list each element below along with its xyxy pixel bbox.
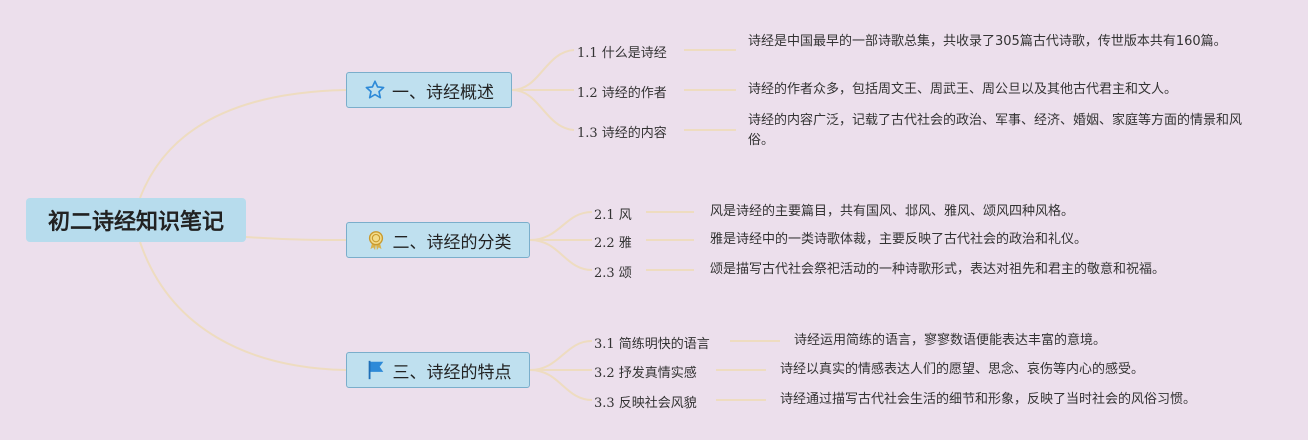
- branch-classification[interactable]: 二、诗经的分类: [346, 222, 530, 258]
- branch-title: 二、诗经的分类: [392, 232, 512, 253]
- subtopic-3-3[interactable]: 3.3 反映社会风貌: [594, 396, 697, 411]
- branch-3-sub-1-connector: [529, 340, 593, 371]
- award-ribbon-icon: [365, 229, 387, 251]
- flag-icon: [365, 359, 387, 381]
- subtopic-2-3[interactable]: 2.3 颂: [594, 266, 632, 281]
- note-2-3: 颂是描写古代社会祭祀活动的一种诗歌形式，表达对祖先和君主的敬意和祝福。: [710, 262, 1166, 277]
- branch-1-sub-3-connector: [511, 89, 575, 131]
- note-2-2: 雅是诗经中的一类诗歌体裁，主要反映了古代社会的政治和礼仪。: [710, 232, 1088, 247]
- root-title: 初二诗经知识笔记: [47, 210, 224, 235]
- subtopic-3-1[interactable]: 3.1 简练明快的语言: [594, 337, 710, 352]
- subtopic-3-2[interactable]: 3.2 抒发真情实感: [594, 366, 697, 381]
- subtopic-1-1[interactable]: 1.1 什么是诗经: [577, 46, 667, 61]
- note-3-3: 诗经通过描写古代社会生活的细节和形象，反映了当时社会的风俗习惯。: [780, 392, 1197, 407]
- branch-2-sub-3-connector: [529, 239, 593, 271]
- branch-1-sub-1-connector: [511, 49, 575, 91]
- branch-2-sub-1-connector: [529, 211, 593, 241]
- note-3-1: 诗经运用简练的语言，寥寥数语便能表达丰富的意境。: [794, 333, 1107, 348]
- subtopic-1-3[interactable]: 1.3 诗经的内容: [577, 126, 667, 141]
- subtopic-2-2[interactable]: 2.2 雅: [594, 236, 632, 251]
- branch-3-sub-3-connector: [529, 369, 593, 401]
- subtopic-2-1[interactable]: 2.1 风: [594, 208, 632, 223]
- root-branch-3-connector: [139, 241, 347, 371]
- star-outline-icon: [364, 79, 386, 101]
- note-1-1: 诗经是中国最早的一部诗歌总集，共收录了305篇古代诗歌，传世版本共有160篇。: [748, 34, 1227, 49]
- branch-overview[interactable]: 一、诗经概述: [346, 72, 512, 108]
- note-2-1: 风是诗经的主要篇目，共有国风、邶风、雅风、颂风四种风格。: [710, 204, 1075, 219]
- branch-title: 一、诗经概述: [392, 82, 494, 103]
- root-branch-2-connector: [245, 236, 347, 241]
- note-3-2: 诗经以真实的情感表达人们的愿望、思念、哀伤等内心的感受。: [780, 362, 1145, 377]
- root-branch-1-connector: [139, 89, 347, 199]
- note-1-2: 诗经的作者众多，包括周文王、周武王、周公旦以及其他古代君主和文人。: [748, 82, 1178, 97]
- subtopic-1-2[interactable]: 1.2 诗经的作者: [577, 86, 667, 101]
- branch-features[interactable]: 三、诗经的特点: [346, 352, 530, 388]
- branch-title: 三、诗经的特点: [392, 362, 512, 383]
- root-topic[interactable]: 初二诗经知识笔记: [26, 198, 246, 242]
- note-1-3: 诗经的内容广泛，记载了古代社会的政治、军事、经济、婚姻、家庭等方面的情景和风俗。: [748, 113, 1243, 148]
